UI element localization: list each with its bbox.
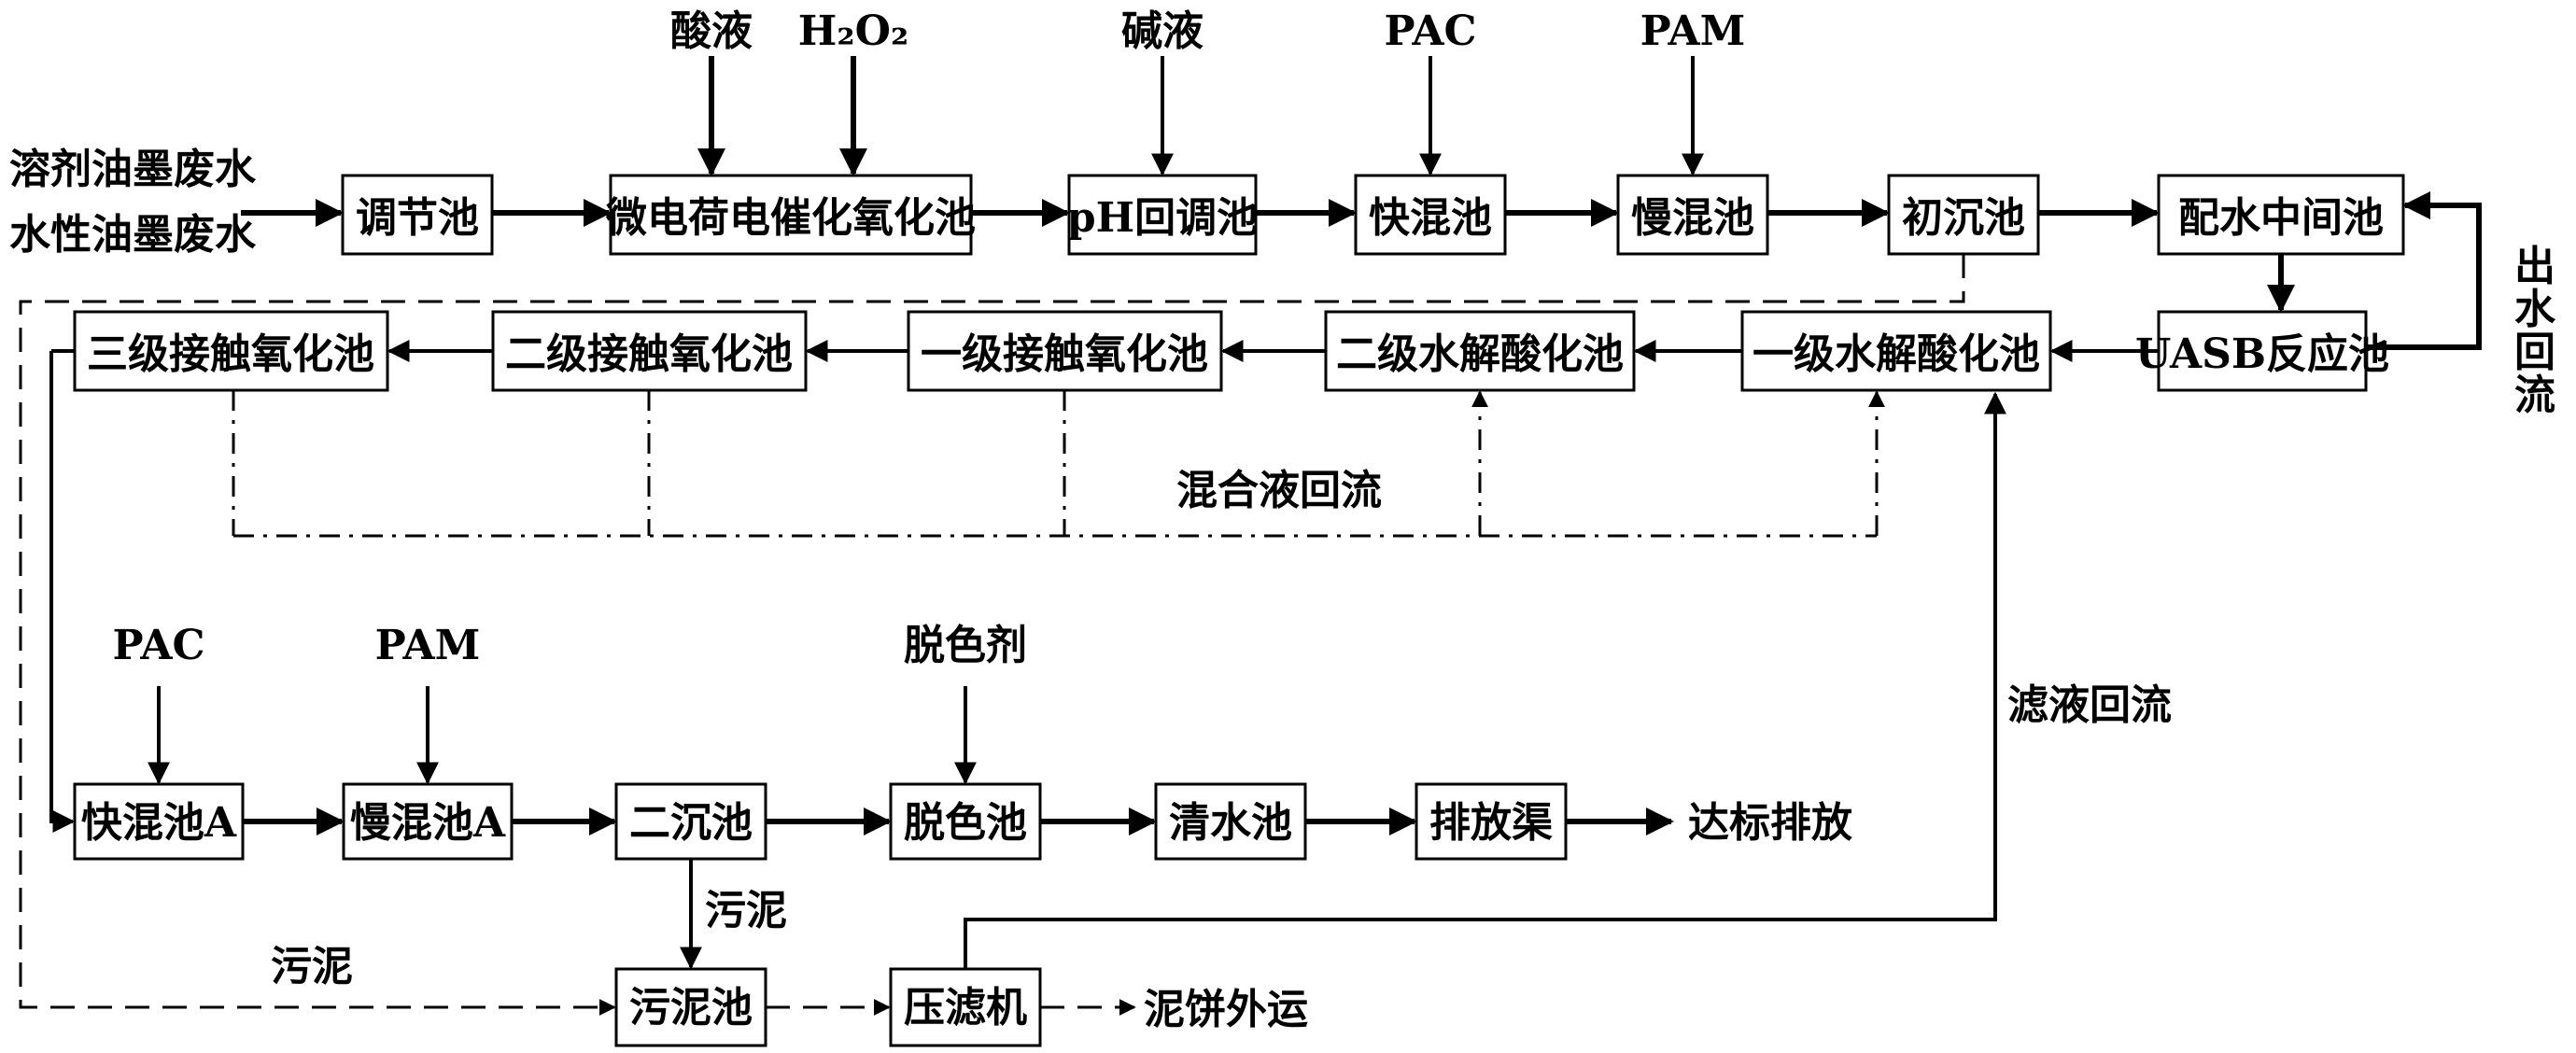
svg-text:一级接触氧化池: 一级接触氧化池 (921, 330, 1208, 378)
arrow-contact3-to-fastmixA (49, 351, 76, 833)
svg-text:二沉池: 二沉池 (629, 799, 753, 847)
label-cake-out: 泥饼外运 (1144, 986, 1308, 1033)
label-pac-bottom: PAC (112, 622, 204, 669)
svg-text:微电荷电催化氧化池: 微电荷电催化氧化池 (605, 194, 976, 242)
box-fast-mix-tank: 快混池 (1354, 174, 1507, 256)
svg-text:慢混池A: 慢混池A (350, 799, 506, 847)
box-water-distribution-tank: 配水中间池 (2157, 174, 2405, 256)
svg-text:pH回调池: pH回调池 (1067, 194, 1258, 242)
arrow-filtrate-reflux (964, 391, 2006, 969)
mixed-liquor-reflux-lines (232, 390, 1885, 538)
svg-text:一级水解酸化池: 一级水解酸化池 (1753, 330, 2040, 378)
svg-text:调节池: 调节池 (356, 194, 479, 242)
svg-text:压滤机: 压滤机 (904, 984, 1027, 1032)
box-micro-electro-oxidation: 微电荷电催化氧化池 (605, 174, 976, 256)
svg-text:UASB反应池: UASB反应池 (2135, 330, 2389, 378)
label-discharge: 达标排放 (1688, 799, 1852, 847)
box-contact-oxidation-2: 二级接触氧化池 (491, 310, 808, 392)
box-sludge-tank: 污泥池 (614, 967, 767, 1047)
svg-text:初沉池: 初沉池 (1902, 194, 2025, 242)
box-hydrolysis-1: 一级水解酸化池 (1740, 310, 2052, 392)
svg-text:配水中间池: 配水中间池 (2178, 194, 2384, 242)
box-slow-mix-tank: 慢混池 (1616, 174, 1769, 256)
box-secondary-settling-tank: 二沉池 (614, 782, 767, 861)
svg-text:污泥池: 污泥池 (629, 984, 753, 1032)
label-mixed-liquor-reflux: 混合液回流 (1176, 467, 1382, 514)
box-equalization-tank: 调节池 (341, 174, 494, 256)
box-filter-press: 压滤机 (889, 967, 1042, 1047)
svg-text:快混池A: 快混池A (81, 799, 237, 847)
label-filtrate-reflux: 滤液回流 (2007, 681, 2172, 729)
input-solvent-ink-wastewater: 溶剂油墨废水 (9, 146, 257, 193)
label-decolorant: 脱色剂 (904, 622, 1027, 669)
box-ph-adjust-tank: pH回调池 (1067, 174, 1258, 256)
svg-text:排放渠: 排放渠 (1429, 799, 1553, 847)
label-pac-top: PAC (1384, 7, 1476, 55)
box-fast-mix-a: 快混池A (73, 782, 245, 861)
svg-text:清水池: 清水池 (1169, 799, 1292, 847)
label-sludge-1: 污泥 (271, 943, 353, 990)
svg-text:快混池: 快混池 (1369, 194, 1492, 242)
svg-text:水: 水 (2514, 286, 2556, 333)
svg-text:慢混池: 慢混池 (1631, 194, 1754, 242)
box-clear-water-tank: 清水池 (1154, 782, 1307, 861)
label-acid: 酸液 (670, 7, 753, 55)
box-discharge-channel: 排放渠 (1415, 782, 1568, 861)
box-uasb-reactor: UASB反应池 (2135, 310, 2389, 392)
label-h2o2: H₂O₂ (798, 7, 908, 55)
label-pam-top: PAM (1640, 7, 1746, 55)
box-hydrolysis-2: 二级水解酸化池 (1324, 310, 1636, 392)
box-contact-oxidation-1: 一级接触氧化池 (907, 310, 1223, 392)
arrow-effluent-reflux-loop (2366, 191, 2482, 350)
svg-text:三级接触氧化池: 三级接触氧化池 (87, 330, 374, 378)
box-primary-settling-tank: 初沉池 (1887, 174, 2040, 256)
label-effluent-reflux: 出 水 回 流 (2514, 243, 2556, 419)
label-alkali: 碱液 (1121, 7, 1204, 55)
line-primary-sludge (19, 254, 1965, 1016)
svg-text:回: 回 (2514, 329, 2555, 376)
svg-text:脱色池: 脱色池 (904, 799, 1027, 847)
svg-text:二级接触氧化池: 二级接触氧化池 (505, 330, 793, 378)
input-water-ink-wastewater: 水性油墨废水 (9, 211, 257, 259)
box-contact-oxidation-3: 三级接触氧化池 (73, 310, 389, 392)
box-decolor-tank: 脱色池 (889, 782, 1042, 861)
svg-text:二级水解酸化池: 二级水解酸化池 (1336, 330, 1624, 378)
svg-text:出: 出 (2514, 243, 2555, 290)
label-sludge-2: 污泥 (705, 887, 787, 934)
svg-text:流: 流 (2514, 372, 2555, 419)
box-slow-mix-a: 慢混池A (342, 782, 514, 861)
label-pam-bottom: PAM (375, 622, 481, 669)
